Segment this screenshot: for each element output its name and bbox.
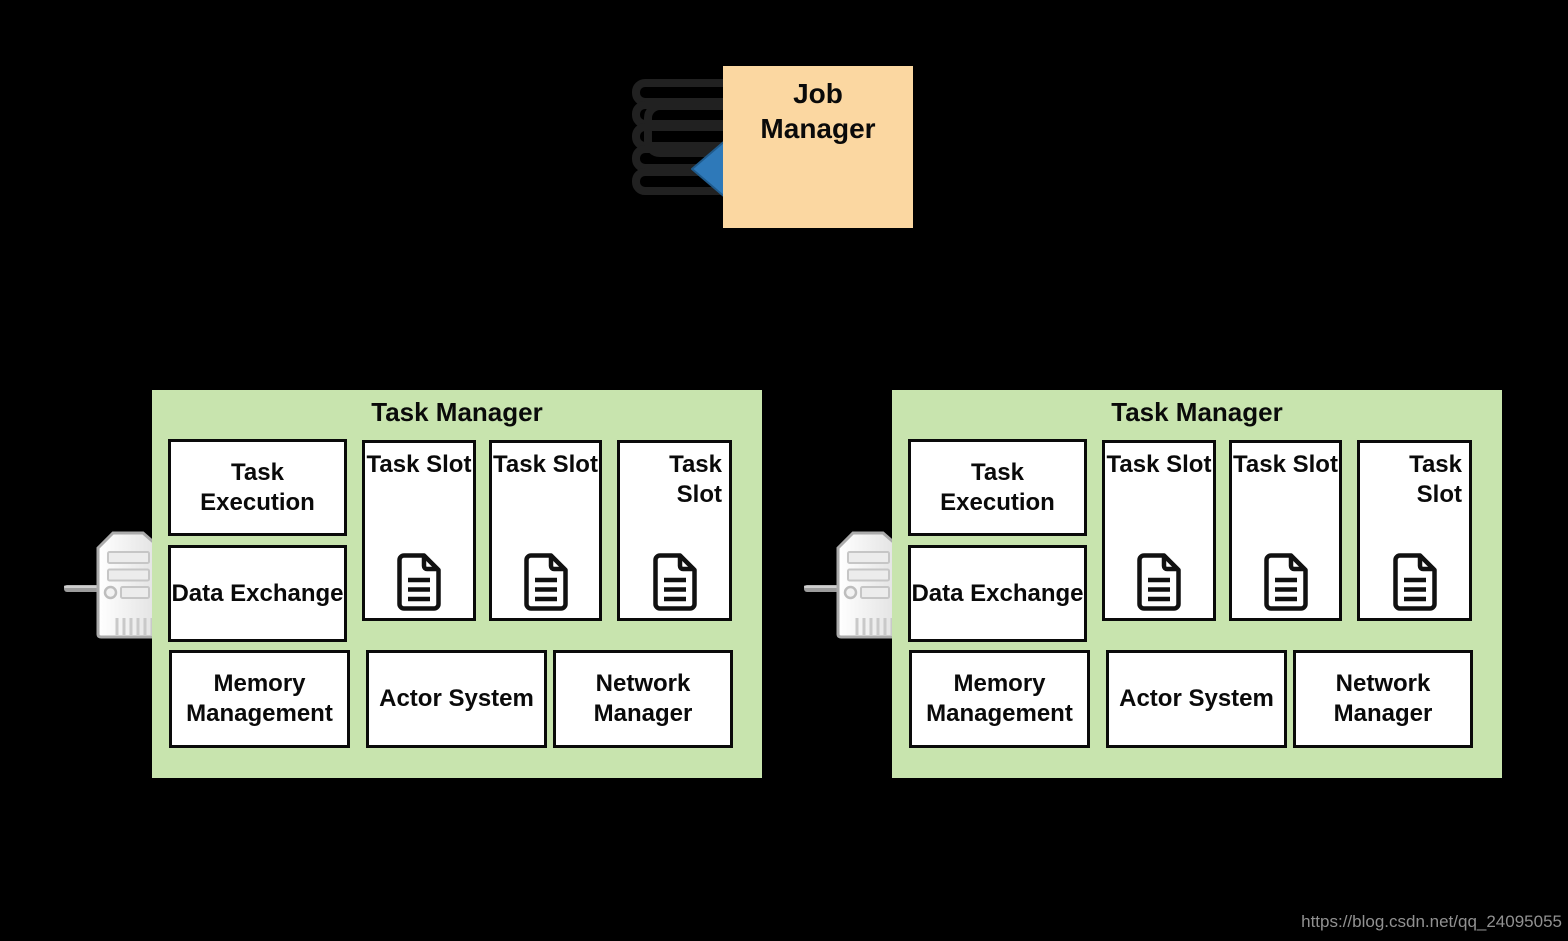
- job-manager-title-line2: Manager: [760, 113, 876, 144]
- task-slot-box: Task Slot: [362, 440, 476, 621]
- document-icon: [1137, 553, 1181, 611]
- power-button: [843, 585, 858, 600]
- task-manager-title: Task Manager: [371, 397, 543, 427]
- task-execution-box: Task Execution: [908, 439, 1087, 536]
- memory-management-box: Memory Management: [909, 650, 1090, 748]
- server-icon: [64, 531, 170, 639]
- task-execution-box: Task Execution: [168, 439, 347, 536]
- document-icon: [1392, 553, 1437, 611]
- data-exchange-box: Data Exchange: [168, 545, 347, 642]
- task-slot-label: Task Slot: [1233, 451, 1338, 478]
- server-vents: [855, 618, 894, 635]
- actor-system-box: Actor System: [366, 650, 547, 748]
- job-manager-title-line1: Job: [793, 78, 843, 109]
- document-icon: [523, 553, 568, 611]
- task-manager-panel: Task Manager Task Execution Data Exchang…: [892, 390, 1502, 778]
- server-tower: [96, 531, 160, 639]
- task-manager-title: Task Manager: [1111, 397, 1283, 427]
- job-manager-box: Job Manager: [723, 66, 913, 228]
- task-slot-label: Task Slot: [1409, 451, 1462, 508]
- task-slot-box: Task Slot: [617, 440, 732, 621]
- document-icon: [1263, 553, 1308, 611]
- document-icon: [652, 553, 697, 611]
- actor-system-box: Actor System: [1106, 650, 1287, 748]
- task-slot-label: Task Slot: [1106, 451, 1212, 478]
- power-button: [103, 585, 118, 600]
- task-slot-box: Task Slot: [489, 440, 602, 621]
- watermark-url: https://blog.csdn.net/qq_24095055: [1301, 912, 1562, 931]
- memory-management-box: Memory Management: [169, 650, 350, 748]
- task-slot-label: Task Slot: [493, 451, 598, 478]
- server-vents: [115, 618, 154, 635]
- task-slot-label: Task Slot: [669, 451, 722, 508]
- network-manager-box: Network Manager: [553, 650, 733, 748]
- task-manager-panel: Task Manager Task Execution Data Exchang…: [152, 390, 762, 778]
- network-manager-box: Network Manager: [1293, 650, 1473, 748]
- server-tower: [836, 531, 900, 639]
- document-icon: [397, 553, 441, 611]
- task-slot-box: Task Slot: [1229, 440, 1342, 621]
- data-exchange-box: Data Exchange: [908, 545, 1087, 642]
- task-slot-box: Task Slot: [1102, 440, 1216, 621]
- job-manager-title: Job Manager: [723, 66, 913, 146]
- task-slot-label: Task Slot: [366, 451, 472, 478]
- task-slot-box: Task Slot: [1357, 440, 1472, 621]
